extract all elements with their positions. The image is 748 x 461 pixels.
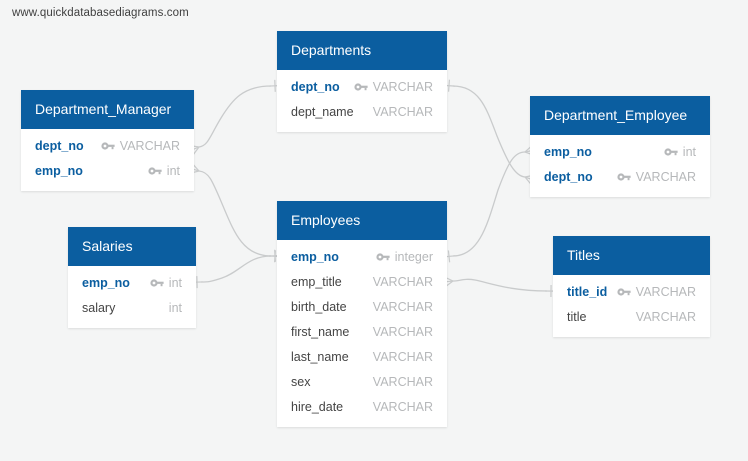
site-watermark: www.quickdatabasediagrams.com (12, 7, 189, 19)
key-icon (376, 252, 390, 262)
relationship-employees-to-salaries (200, 255, 272, 283)
entity-title-salaries: Salaries (68, 227, 196, 266)
field-type: integer (394, 249, 433, 264)
key-icon (101, 141, 115, 151)
relationship-employees-to-department_manager (198, 170, 272, 257)
field-name: dept_no (35, 138, 84, 153)
field-type: VARCHAR (372, 79, 433, 94)
field-row[interactable]: title VARCHAR (553, 304, 710, 329)
field-type: VARCHAR (635, 284, 696, 299)
field-name: sex (291, 374, 311, 389)
field-name: first_name (291, 324, 350, 339)
field-name: title (567, 309, 587, 324)
field-row[interactable]: title_id VARCHAR (553, 279, 710, 304)
field-type: VARCHAR (372, 324, 433, 339)
key-icon (664, 147, 678, 157)
key-icon (617, 172, 631, 182)
field-row[interactable]: dept_no VARCHAR (530, 164, 710, 189)
relationship-departments-to-department_manager (198, 85, 272, 148)
key-icon (150, 278, 164, 288)
field-row[interactable]: sex VARCHAR (277, 369, 447, 394)
field-name: emp_title (291, 274, 342, 289)
entity-fields-department_employee: emp_no int dept_no VARCHAR (530, 135, 710, 197)
field-type: VARCHAR (372, 274, 433, 289)
key-icon (148, 166, 162, 176)
field-row[interactable]: dept_name VARCHAR (277, 99, 447, 124)
field-name: emp_no (35, 163, 83, 178)
field-type: VARCHAR (635, 169, 696, 184)
field-row[interactable]: hire_date VARCHAR (277, 394, 447, 419)
relationship-departments-to-department_employee (452, 85, 526, 178)
relationship-titles-to-employees (452, 278, 548, 292)
entity-title-department_employee: Department_Employee (530, 96, 710, 135)
field-type: VARCHAR (372, 399, 433, 414)
field-type: VARCHAR (119, 138, 180, 153)
field-row[interactable]: emp_no integer (277, 244, 447, 269)
field-row[interactable]: first_name VARCHAR (277, 319, 447, 344)
field-name: title_id (567, 284, 608, 299)
field-name: hire_date (291, 399, 344, 414)
field-type: int (168, 275, 182, 290)
entity-title-departments: Departments (277, 31, 447, 70)
key-icon (617, 287, 631, 297)
entity-department_manager[interactable]: Department_Manager dept_no VARCHAR emp_no in… (21, 90, 194, 191)
entity-department_employee[interactable]: Department_Employee emp_no int dept_no VARCH… (530, 96, 710, 197)
field-name: emp_no (82, 275, 130, 290)
field-row[interactable]: emp_no int (21, 158, 194, 183)
field-type: VARCHAR (372, 374, 433, 389)
relationship-employees-to-department_employee (452, 151, 526, 257)
field-type: VARCHAR (372, 299, 433, 314)
field-type: VARCHAR (635, 309, 696, 324)
field-name: birth_date (291, 299, 347, 314)
entity-title-department_manager: Department_Manager (21, 90, 194, 129)
field-name: last_name (291, 349, 349, 364)
key-icon (354, 82, 368, 92)
field-name: dept_no (544, 169, 593, 184)
field-type: int (168, 300, 182, 315)
field-row[interactable]: emp_title VARCHAR (277, 269, 447, 294)
entity-title-employees: Employees (277, 201, 447, 240)
field-name: salary (82, 300, 116, 315)
field-type: VARCHAR (372, 104, 433, 119)
field-row[interactable]: last_name VARCHAR (277, 344, 447, 369)
field-type: VARCHAR (372, 349, 433, 364)
field-row[interactable]: birth_date VARCHAR (277, 294, 447, 319)
field-name: emp_no (291, 249, 339, 264)
field-row[interactable]: emp_no int (530, 139, 710, 164)
entity-fields-department_manager: dept_no VARCHAR emp_no int (21, 129, 194, 191)
field-type: int (166, 163, 180, 178)
field-row[interactable]: emp_no int (68, 270, 196, 295)
entity-title-titles: Titles (553, 236, 710, 275)
field-name: emp_no (544, 144, 592, 159)
field-row[interactable]: dept_no VARCHAR (21, 133, 194, 158)
field-name: dept_name (291, 104, 354, 119)
field-type: int (682, 144, 696, 159)
field-name: dept_no (291, 79, 340, 94)
field-row[interactable]: dept_no VARCHAR (277, 74, 447, 99)
field-row[interactable]: salary int (68, 295, 196, 320)
